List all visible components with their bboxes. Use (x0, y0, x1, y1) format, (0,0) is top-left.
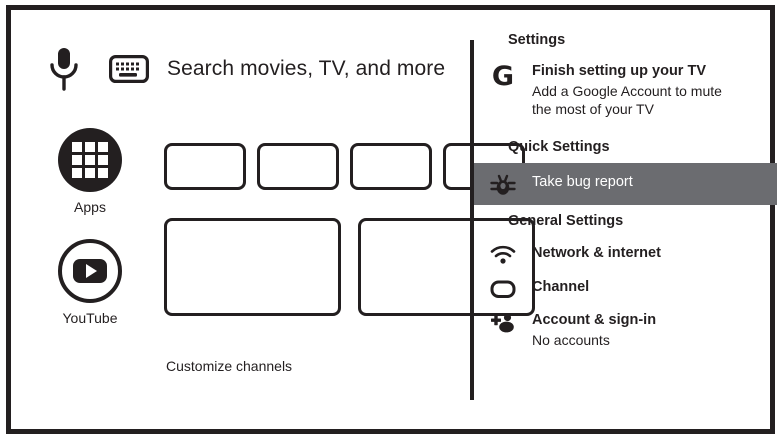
search-bar[interactable]: Search movies, TV, and more (47, 46, 445, 92)
wifi-icon (474, 244, 532, 265)
settings-row-account-signin[interactable]: Account & sign-in No accounts (474, 311, 770, 349)
settings-row-subtitle: No accounts (532, 331, 610, 348)
add-account-icon (474, 311, 532, 334)
settings-panel: Settings G Finish setting up your TV Add… (474, 10, 770, 429)
microphone-icon[interactable] (47, 46, 81, 92)
settings-row-take-bug-report[interactable]: Take bug report (474, 173, 770, 198)
keyboard-icon[interactable] (109, 55, 149, 83)
home-area: Search movies, TV, and more Apps YouTub (11, 10, 535, 429)
bug-icon (474, 173, 532, 198)
settings-row-channel[interactable]: Channel (474, 278, 770, 299)
launcher-item-youtube[interactable]: YouTube (41, 239, 139, 326)
screen-frame: Search movies, TV, and more Apps YouTub (6, 5, 777, 434)
settings-row-network-internet[interactable]: Network & internet (474, 244, 770, 265)
section-heading-quick-settings: Quick Settings (508, 139, 610, 155)
settings-row-title: Take bug report (532, 174, 633, 190)
customize-channels-label[interactable]: Customize channels (166, 358, 293, 374)
apps-grid-icon[interactable] (58, 128, 122, 192)
channel-tile-1[interactable] (164, 218, 341, 316)
panel-divider (470, 40, 474, 400)
app-tile-2[interactable] (257, 143, 339, 190)
settings-row-subtitle: Add a Google Account to mute the most of… (532, 82, 722, 118)
channel-icon (474, 278, 532, 299)
search-input-placeholder[interactable]: Search movies, TV, and more (167, 57, 446, 80)
settings-row-title: Channel (532, 279, 590, 295)
launcher-label-apps: Apps (74, 199, 106, 215)
launcher-label-youtube: YouTube (62, 310, 118, 326)
page-title: Settings (508, 32, 566, 48)
settings-row-title: Account & sign-in (532, 312, 657, 328)
youtube-play-icon[interactable] (58, 239, 122, 303)
app-tile-row (164, 143, 525, 190)
channel-tile-2[interactable] (358, 218, 535, 316)
app-tile-1[interactable] (164, 143, 246, 190)
settings-row-finish-setup[interactable]: G Finish setting up your TV Add a Google… (474, 62, 770, 119)
google-g-icon: G (491, 61, 515, 92)
channel-tile-row (164, 218, 535, 316)
settings-row-title: Network & internet (532, 245, 661, 261)
settings-row-title: Finish setting up your TV (532, 63, 706, 79)
app-tile-3[interactable] (350, 143, 432, 190)
launcher-item-apps[interactable]: Apps (41, 128, 139, 215)
launcher-rail: Apps YouTube (41, 128, 139, 326)
selected-row-highlight (470, 163, 777, 205)
section-heading-general-settings: General Settings (508, 213, 624, 229)
